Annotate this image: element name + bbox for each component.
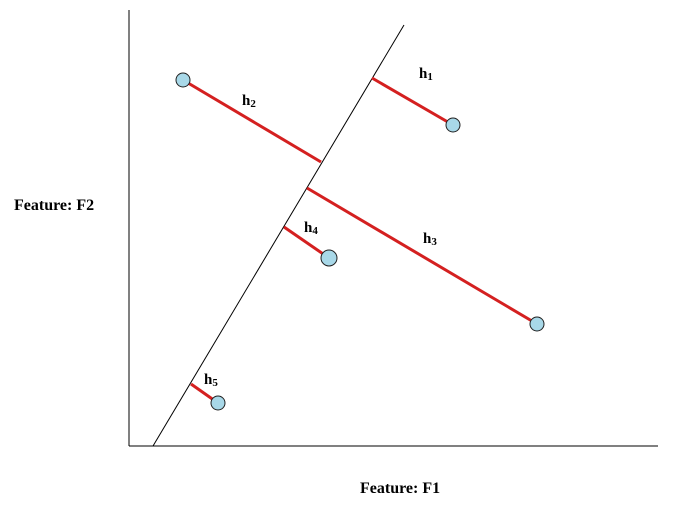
svg-text:h1: h1: [419, 66, 433, 83]
label-h5-sub: 5: [212, 377, 218, 389]
separating-line: [152, 24, 405, 447]
data-point-3: [529, 316, 545, 332]
label-h4-sub: 4: [312, 225, 318, 237]
distance-segment-h4: [283, 225, 330, 260]
label-h3: h3: [423, 231, 437, 248]
y-axis-title: Feature: F2: [14, 197, 95, 214]
label-h3-sub: 3: [431, 236, 437, 248]
label-h5-main: h: [204, 372, 213, 388]
x-axis-title: Feature: F1: [360, 480, 441, 497]
svg-text:h2: h2: [242, 93, 256, 110]
label-h4-main: h: [304, 220, 313, 236]
label-h5: h5: [204, 372, 218, 389]
label-h1-main: h: [419, 66, 428, 82]
label-h1: h1: [419, 66, 433, 83]
svg-text:h5: h5: [204, 372, 218, 389]
svg-text:h3: h3: [423, 231, 437, 248]
label-h2-main: h: [242, 93, 251, 109]
label-h2: h2: [242, 93, 256, 110]
data-point-4: [320, 249, 338, 267]
label-h2-sub: 2: [250, 98, 256, 110]
distance-segment-h1: [371, 76, 454, 127]
label-h1-sub: 1: [427, 71, 433, 83]
data-point-1: [445, 117, 461, 133]
distance-segment-h2: [182, 78, 322, 164]
label-h4: h4: [304, 220, 318, 237]
data-point-5: [210, 395, 226, 411]
svg-text:h4: h4: [304, 220, 318, 237]
data-point-2: [175, 72, 191, 88]
label-h3-main: h: [423, 231, 432, 247]
distance-segment-h3: [306, 186, 538, 326]
